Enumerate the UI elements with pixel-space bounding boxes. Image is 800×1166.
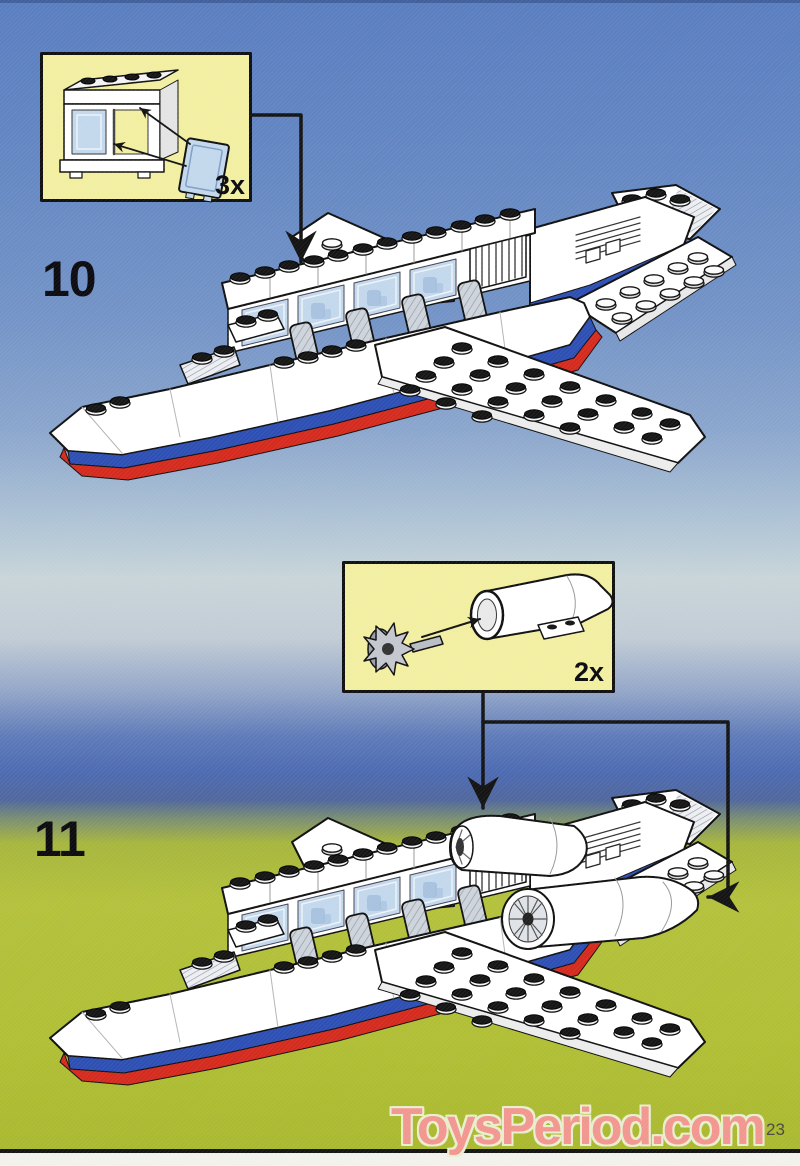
watermark-text: ToysPeriod.com: [391, 1098, 766, 1156]
page-number: 23: [766, 1120, 785, 1139]
scan-edge-shadow: [0, 0, 800, 3]
step-number-11: 11: [34, 811, 86, 867]
page-bottom-border: [0, 1149, 800, 1153]
airplane-step-11-illustration: [50, 790, 736, 1085]
parts-callout-step-11: [342, 561, 615, 693]
glass-pane-part: [178, 137, 230, 203]
step-number-10: 10: [42, 251, 97, 307]
far-engine-nacelle: [449, 814, 588, 877]
near-engine-nacelle: [501, 875, 700, 950]
scan-bottom-margin: [0, 1153, 800, 1166]
airplane-step-10-illustration: [50, 185, 736, 480]
turbine-fan-part: [363, 622, 444, 676]
part-count-3x: 3x: [215, 170, 246, 200]
parts-callout-step-10: [40, 52, 252, 203]
part-count-2x: 2x: [574, 657, 605, 687]
callout-connector-arrows: [250, 113, 740, 913]
